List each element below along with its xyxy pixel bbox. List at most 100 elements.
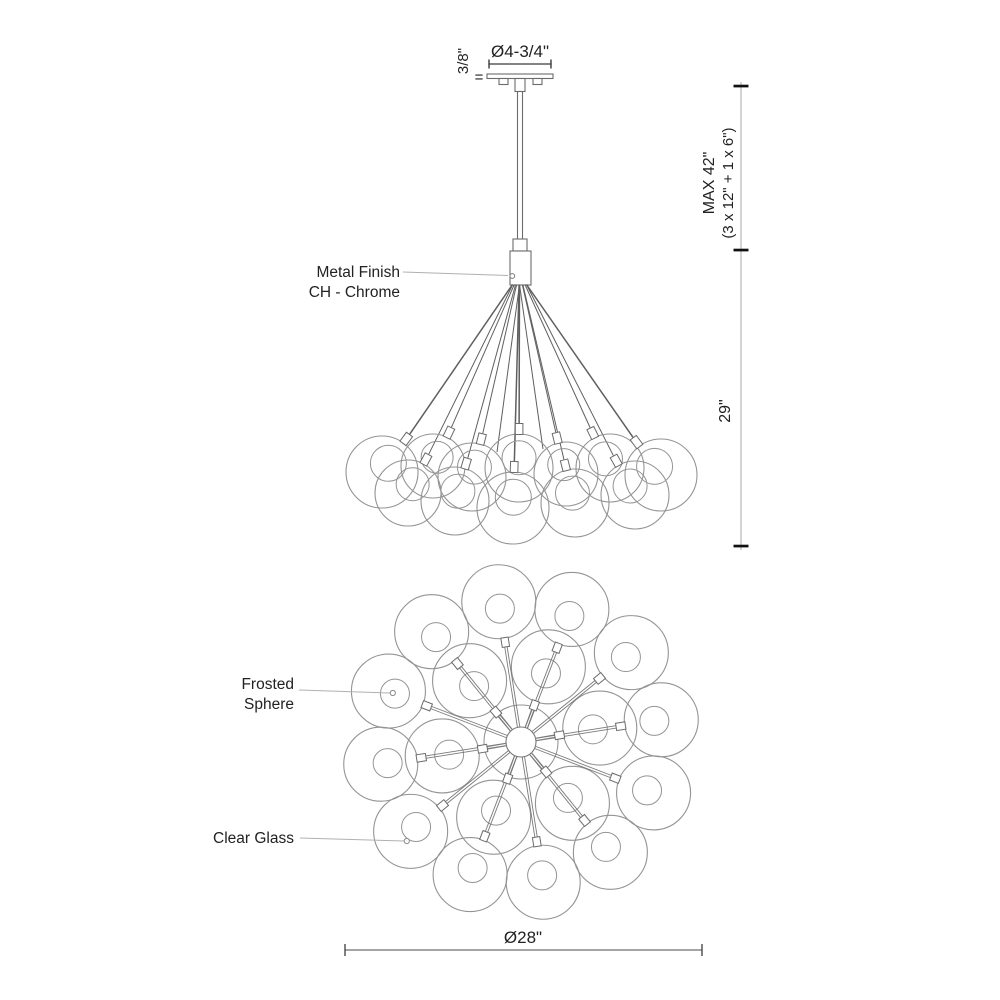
suspension-wire [409,284,514,435]
frosted-sphere-outline [610,642,641,673]
clear-glass-leader-dot [403,837,410,845]
suspension-wire [467,284,517,459]
suspension-wire [482,284,518,434]
top-view-sockets [415,636,627,848]
top-view: Frosted Sphere Clear Glass Ø28" [213,564,703,956]
clear-glass-outline [510,629,586,705]
spoke-arm [533,680,599,734]
glass-sphere-cluster [345,433,698,545]
equals-symbol: = [475,69,484,86]
clear-glass-outline [420,466,490,536]
frosted-sphere-outline [372,748,403,779]
sphere-socket [479,829,491,843]
stem-collar [514,77,526,93]
frosted-sphere-outline [395,467,430,502]
frosted-sphere-outline [421,622,452,653]
spoke-arm [506,644,521,728]
body-diameter-dimension: Ø28" [344,928,703,956]
canopy-diameter-label: Ø4-3/4" [491,42,549,61]
finish-leader-line [402,271,509,276]
canopy-diameter-dimension: Ø4-3/4" [488,42,552,69]
sphere-socket [415,752,428,763]
frosted-sphere-outline [420,440,454,474]
sphere-socket [553,730,566,741]
body-diameter-label: Ø28" [504,928,542,947]
sphere-socket [419,452,433,467]
frosted-sphere-outline [459,671,490,702]
frosted-sphere-outline [587,441,623,477]
frosted-leader-dot [389,689,396,697]
spoke-arm [535,725,618,739]
sphere-socket [528,699,541,712]
suspension-wire [428,284,514,455]
frosted-sphere-outline [554,475,590,511]
spoke-arm [524,649,556,728]
max-drop-label: MAX 42" [701,152,718,215]
cluster-hub [509,250,532,286]
canopy-tab-left [498,77,509,86]
frosted-sphere-outline [379,678,410,709]
sphere-socket [609,453,623,469]
sphere-socket [539,765,553,779]
sphere-socket [500,636,511,649]
frosted-sphere-outline [612,468,648,504]
sphere-socket [514,422,524,436]
canopy-thickness-dimension: 3/8" = [455,48,484,86]
sphere-socket [420,700,434,712]
sphere-socket [399,431,414,447]
clear-glass-outline [575,433,645,503]
spoke-arm [428,707,507,739]
set-screw [509,273,516,279]
suspension-wire [525,284,614,456]
sphere-socket [460,456,472,471]
rod-coupler [512,238,528,252]
clear-glass-outline [437,442,507,512]
finish-label-line2: CH - Chrome [309,284,400,301]
suspension-wire [524,284,591,428]
spoke-arm [535,727,619,742]
finish-label-line1: Metal Finish [316,264,400,281]
clear-glass-outline [534,765,610,841]
spoke-arm [429,705,508,736]
clear-glass-outline [562,690,638,766]
side-view: Ø4-3/4" 3/8" = Metal Finish [309,42,698,545]
frosted-sphere-outline [639,705,670,736]
suspension-wire [522,284,565,460]
spoke-arm [534,748,613,779]
frosted-sphere-outline [440,473,476,509]
suspension-wire [496,284,520,453]
clear-glass-outline [456,779,532,855]
sphere-socket [476,743,489,754]
clear-glass-outline [540,468,610,538]
top-view-spheres [343,564,699,920]
spoke-arm [531,679,597,732]
clear-glass-outline [345,435,419,509]
sphere-socket [531,835,542,848]
clear-glass-outline [404,718,480,794]
spoke-arm [535,745,614,777]
clear-glass-callout: Clear Glass [213,830,410,847]
clear-glass-outline [616,755,692,831]
frosted-sphere-outline [547,448,581,482]
canopy-plate [486,73,554,80]
clear-glass-outline [374,459,442,527]
sphere-socket [450,656,464,671]
frosted-sphere-outline [527,860,558,891]
spoke-arm [521,756,536,840]
clear-glass-outline [572,814,648,890]
canopy [486,73,554,286]
frosted-sphere-outline [401,811,432,842]
sphere-socket [509,460,519,474]
clear-glass-outline [593,615,669,691]
spoke-arm [486,756,518,835]
clear-glass-outline [432,837,508,913]
sphere-socket [435,799,450,813]
top-view-spokes [423,644,619,840]
clear-glass-outline [394,594,470,670]
clear-glass-label: Clear Glass [213,830,294,847]
clear-glass-outline [373,793,449,869]
frosted-sphere-outline [369,444,407,482]
body-height-label: 29" [717,399,734,422]
height-tick-middle [733,248,749,252]
